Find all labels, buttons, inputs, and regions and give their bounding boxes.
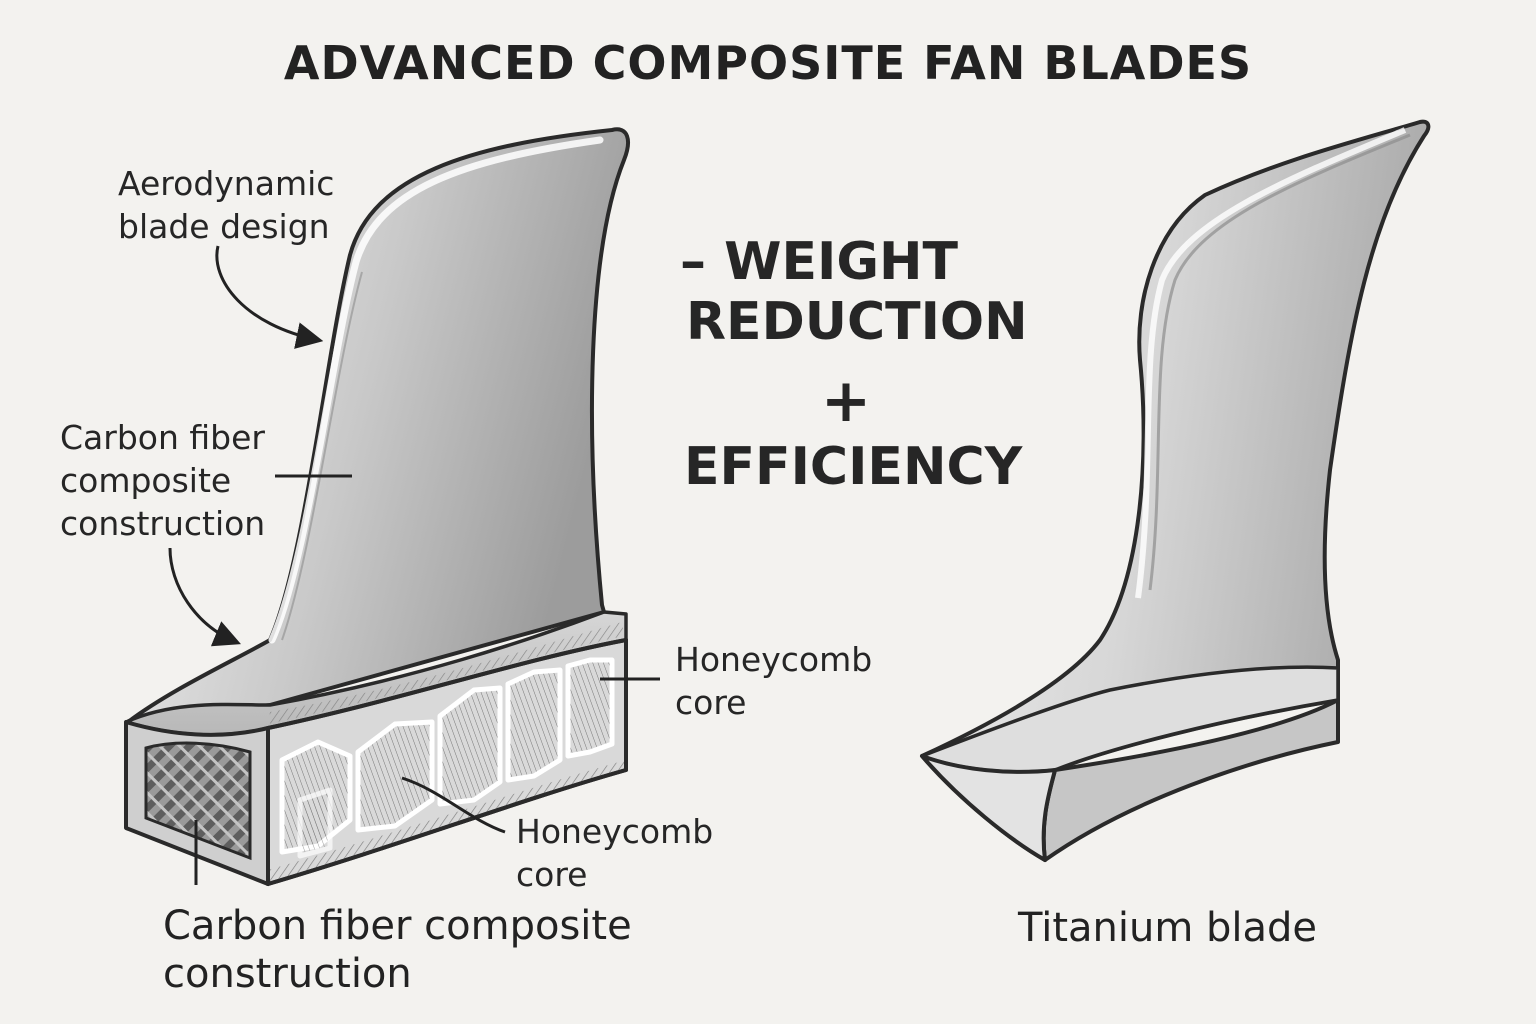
label-line: Honeycomb xyxy=(516,812,714,851)
label-line: composite xyxy=(60,461,232,500)
leader-honeycomb-bottom xyxy=(401,776,506,834)
label-titanium-blade: Titanium blade xyxy=(1018,905,1318,951)
label-line: Carbon fiber xyxy=(60,418,265,457)
leader-lines xyxy=(168,245,660,885)
titanium-blade-illustration xyxy=(920,119,1431,862)
label-line: core xyxy=(516,855,588,894)
headline-reduction: REDUCTION xyxy=(686,292,1028,352)
label-honeycomb-core-right: Honeycomb core xyxy=(675,638,872,724)
label-line: Aerodynamic xyxy=(118,164,335,203)
carbon-weave-section xyxy=(144,741,252,861)
page-title: ADVANCED COMPOSITE FAN BLADES xyxy=(283,36,1253,90)
label-carbon-fiber-side: Carbon fiber composite construction xyxy=(60,416,265,545)
leader-aerodynamic xyxy=(215,245,324,349)
leader-carbon-side-arrow xyxy=(168,547,241,647)
headline-weight: – WEIGHT xyxy=(680,232,959,292)
label-line: core xyxy=(675,683,747,722)
label-line: construction xyxy=(60,504,266,543)
label-line: blade design xyxy=(118,207,330,246)
headline-plus: + xyxy=(820,366,872,436)
composite-blade-illustration xyxy=(124,127,630,886)
label-aerodynamic-blade-design: Aerodynamic blade design xyxy=(118,162,334,248)
label-line: Carbon fiber composite xyxy=(163,903,632,949)
headline-efficiency: EFFICIENCY xyxy=(684,437,1023,497)
label-carbon-fiber-bottom: Carbon fiber composite construction xyxy=(163,902,632,998)
honeycomb-core xyxy=(279,657,615,859)
label-honeycomb-core-bottom: Honeycomb core xyxy=(516,810,713,896)
label-line: construction xyxy=(163,951,412,997)
label-line: Honeycomb xyxy=(675,640,873,679)
